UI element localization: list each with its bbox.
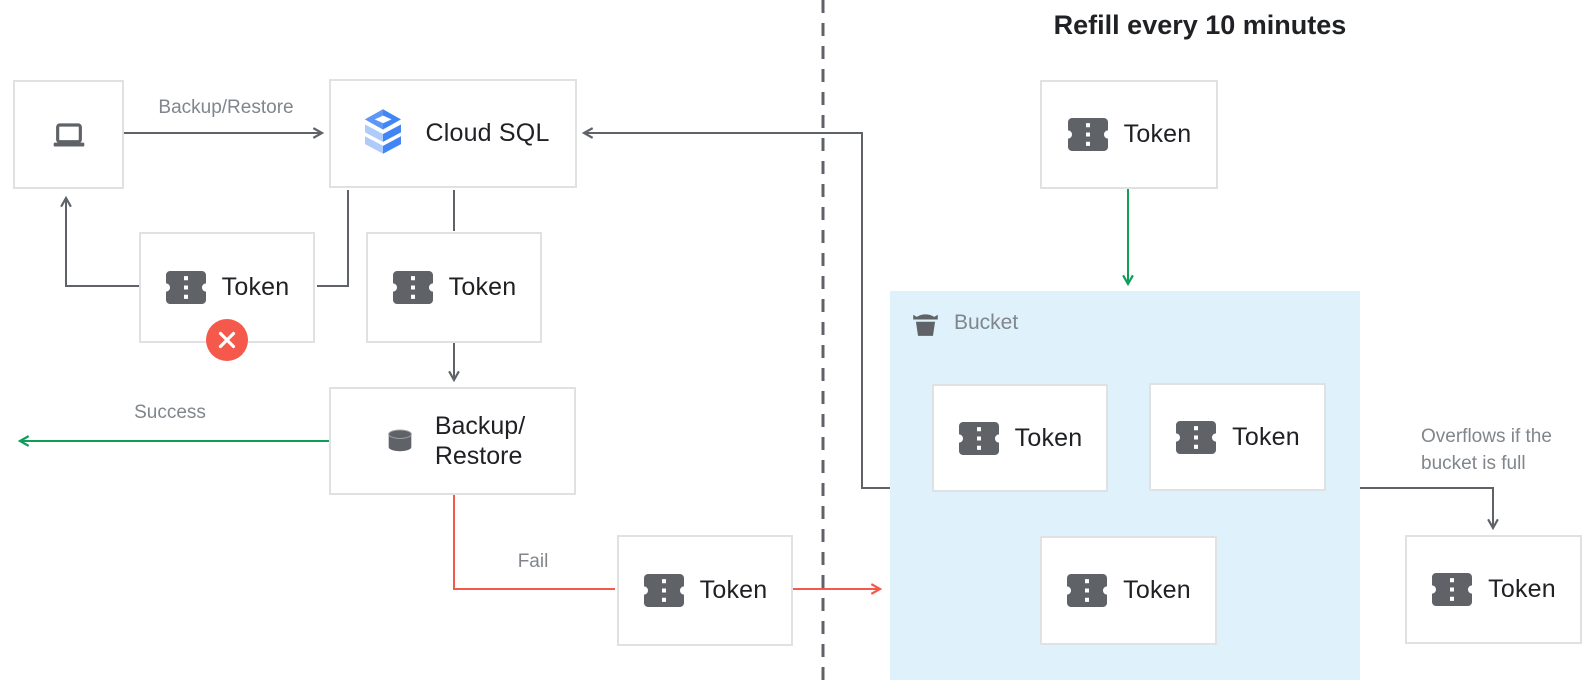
- token-icon: [392, 271, 433, 304]
- success-label: Success: [134, 402, 206, 423]
- refill-title: Refill every 10 minutes: [1053, 10, 1347, 40]
- cloud-sql-label: Cloud SQL: [425, 119, 550, 147]
- token-label: Token: [1014, 423, 1083, 452]
- arrow-overflow: [1360, 487, 1493, 528]
- token-label: Token: [699, 576, 768, 604]
- token-icon: [1067, 574, 1108, 607]
- bucket-label: Bucket: [954, 311, 1019, 334]
- cloud-sql-node: Cloud SQL: [329, 79, 577, 188]
- token-icon: [165, 271, 206, 304]
- token-label: Token: [1488, 575, 1556, 603]
- token-node-bucket-1: Token: [932, 384, 1108, 492]
- cloud-sql-icon: [365, 108, 402, 154]
- database-icon: [387, 429, 412, 452]
- backup-restore-arrow-label: Backup/Restore: [158, 97, 294, 118]
- token-node-refill: Token: [1040, 80, 1218, 189]
- token-node-consumed: Token: [366, 232, 542, 343]
- token-icon: [1176, 420, 1217, 454]
- token-label: Token: [1123, 576, 1191, 604]
- token-node-overflow: Token: [1405, 535, 1582, 644]
- line-cloudsql-to-token-x: [317, 190, 349, 287]
- x-icon: [218, 331, 236, 349]
- overflow-label-line1: Overflows if the: [1421, 426, 1552, 447]
- overflow-label: Overflows if the bucket is full: [1421, 423, 1552, 477]
- bucket-header: Bucket: [910, 306, 1018, 340]
- token-label: Token: [448, 273, 517, 301]
- token-icon: [1432, 573, 1473, 606]
- token-label: Token: [221, 273, 290, 301]
- token-icon: [958, 421, 999, 455]
- token-label: Token: [1232, 422, 1300, 451]
- backup-restore-label: Backup/ Restore: [434, 412, 526, 470]
- client-node: [13, 80, 124, 189]
- arrow-token-to-laptop: [66, 198, 139, 287]
- token-icon: [1067, 118, 1108, 151]
- line-fail-to-token: [453, 495, 615, 590]
- bucket-icon: [913, 314, 938, 336]
- backup-restore-node: Backup/ Restore: [329, 387, 576, 495]
- overflow-label-line2: bucket is full: [1421, 453, 1526, 474]
- token-node-bucket-2: Token: [1149, 383, 1326, 491]
- token-icon: [643, 574, 684, 607]
- laptop-icon: [53, 122, 84, 146]
- token-node-fail: Token: [617, 535, 793, 646]
- token-label: Token: [1123, 120, 1192, 148]
- token-node-bucket-3: Token: [1040, 536, 1217, 645]
- fail-label: Fail: [517, 551, 549, 572]
- arrow-bucket-to-cloudsql: [584, 133, 890, 489]
- error-badge: [206, 319, 248, 361]
